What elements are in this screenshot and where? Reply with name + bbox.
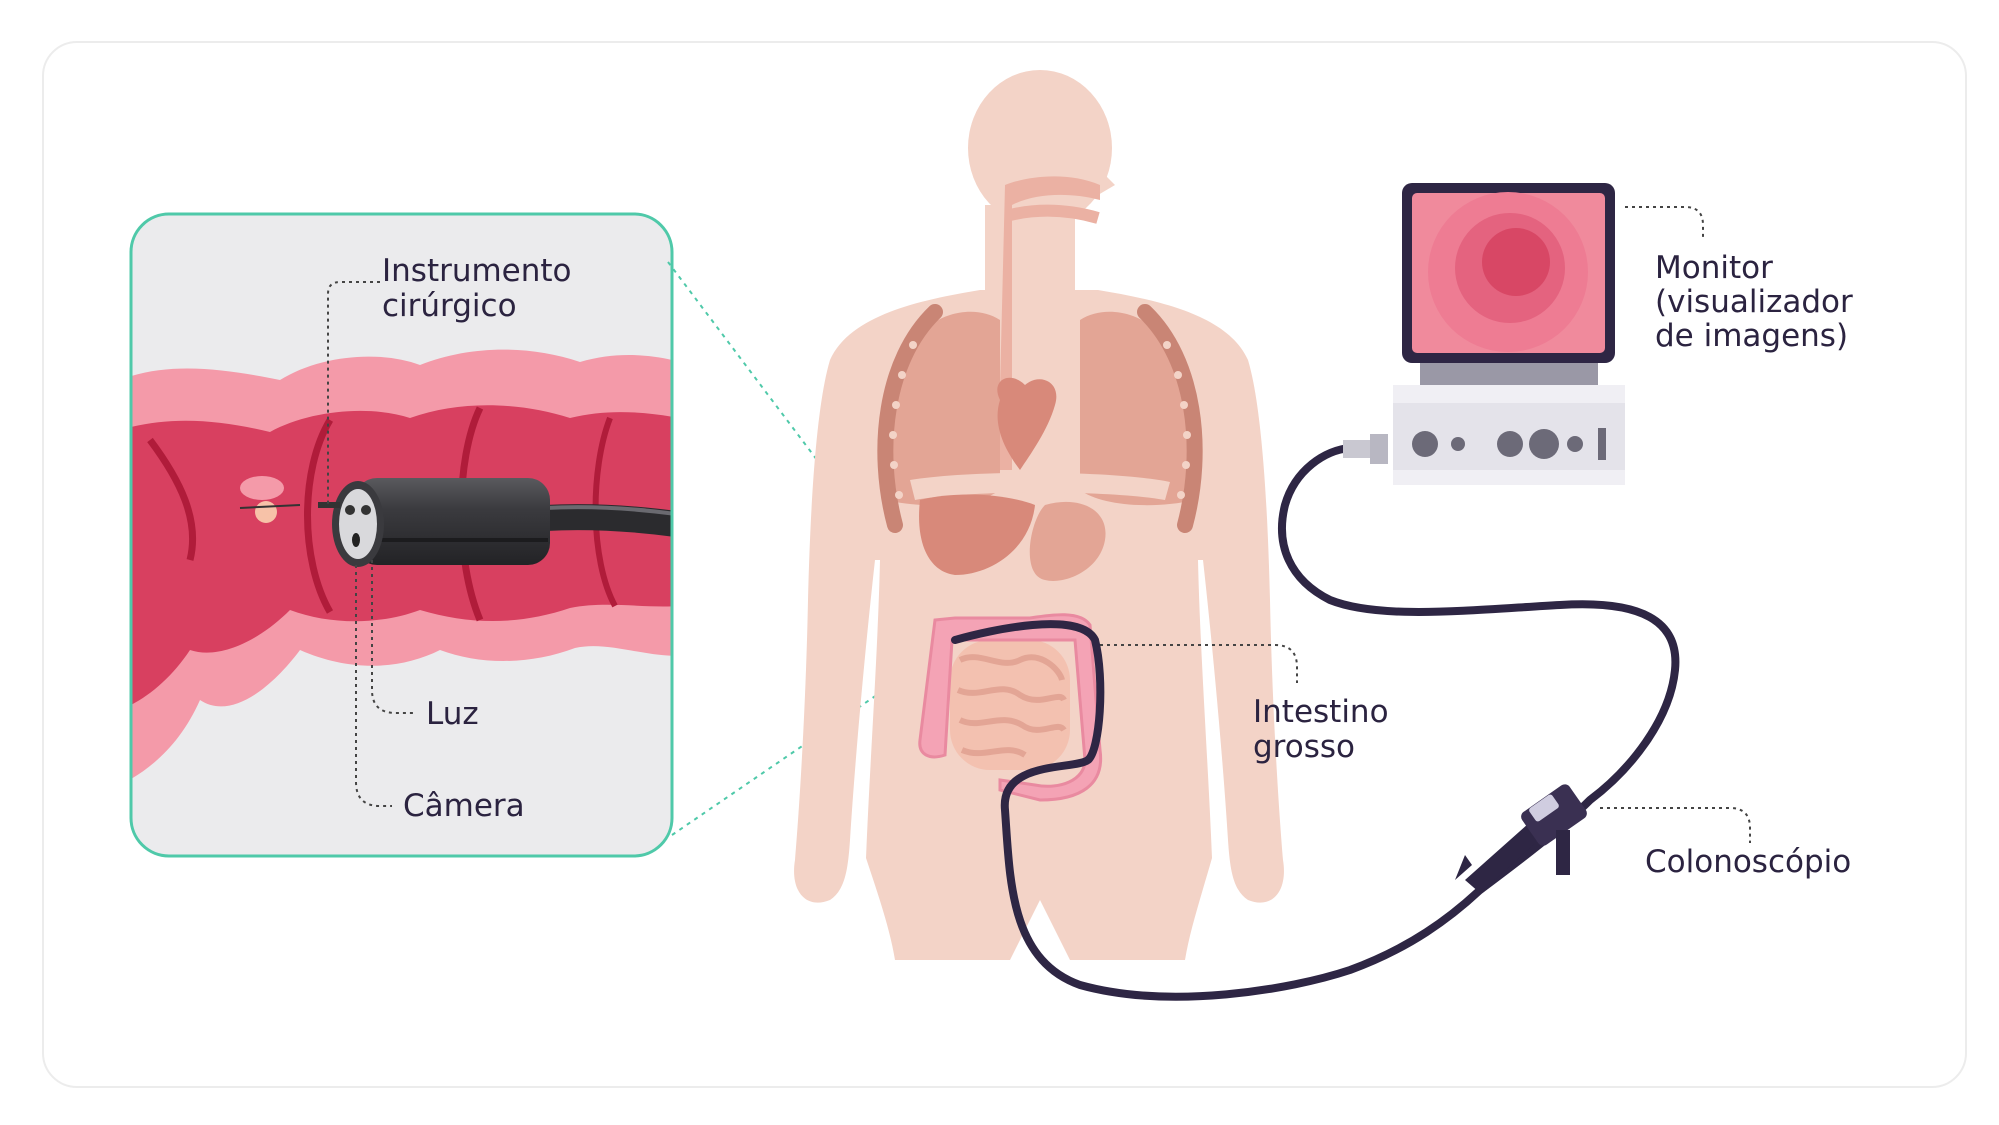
inset-panel	[129, 212, 674, 858]
label-monitor-line3: de imagens)	[1655, 318, 1848, 354]
label-monitor-line1: Monitor	[1655, 250, 1773, 286]
label-intestino-line1: Intestino	[1253, 694, 1389, 730]
label-instrumento-line1: Instrumento	[382, 253, 572, 289]
callout-line-intestino	[1100, 644, 1298, 683]
label-luz: Luz	[426, 696, 479, 732]
label-camera: Câmera	[403, 788, 525, 824]
scope-cable-inset	[532, 504, 672, 539]
label-instrumento-line2: cirúrgico	[382, 288, 517, 324]
monitor-icon	[1393, 183, 1625, 485]
callout-line-colonoscopio	[1600, 807, 1751, 843]
colonoscope-cable	[951, 444, 1680, 1001]
colonoscope-tip-icon	[318, 478, 550, 567]
callout-line-luz	[371, 560, 414, 714]
label-colonoscopio: Colonoscópio	[1645, 844, 1851, 880]
colonoscope-handle-icon	[1455, 784, 1587, 893]
callout-line-instrumento	[327, 281, 380, 505]
callout-line-camera	[355, 565, 392, 807]
label-monitor-line2: (visualizador	[1655, 284, 1853, 320]
device-connector	[1343, 434, 1388, 464]
label-intestino-line2: grosso	[1253, 729, 1355, 765]
colon-closeup	[131, 349, 672, 785]
